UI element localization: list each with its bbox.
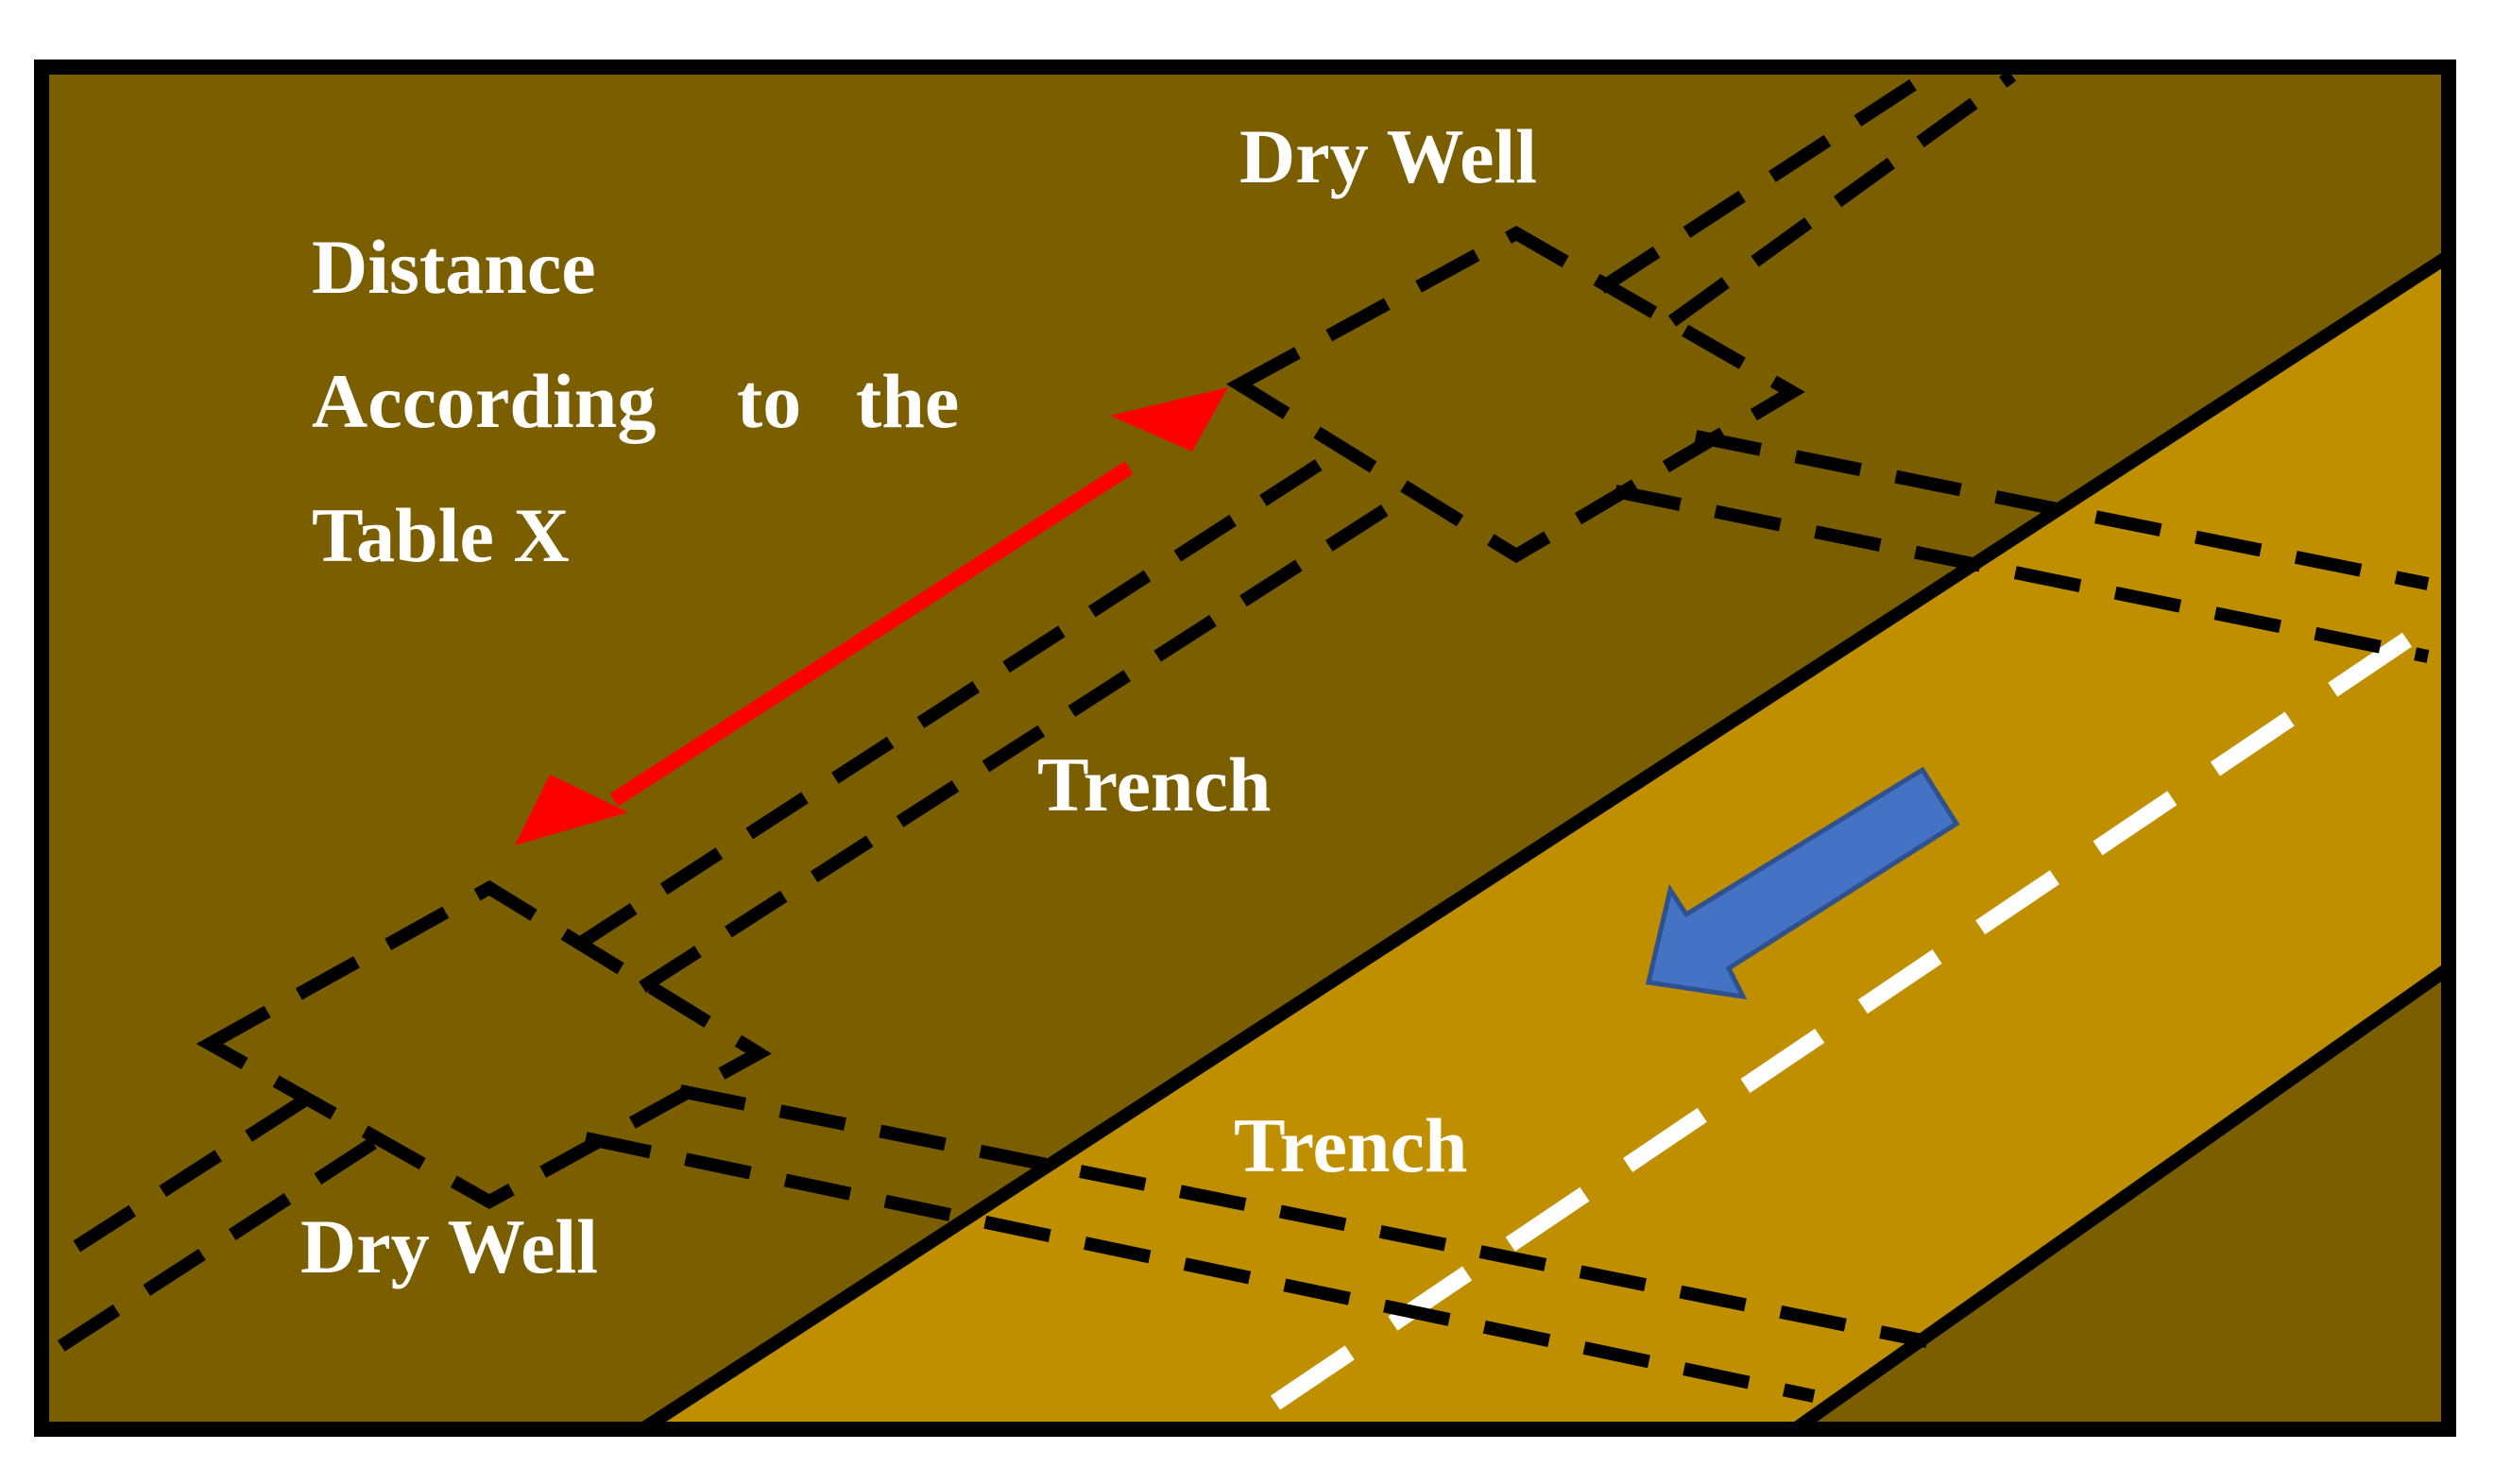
distance-arrow-head-top-icon [1110, 387, 1228, 452]
dry-well-bottom-label: Dry Well [300, 1203, 598, 1289]
distance-arrow-head-bottom-icon [515, 775, 628, 845]
flow-arrow-icon [1645, 766, 1960, 1000]
distance-label-line1: Distance [312, 224, 596, 310]
diagram-frame [34, 60, 2456, 1437]
distance-label-line3: Table X [312, 492, 570, 578]
distance-label-line2-word3: the [856, 358, 959, 444]
dry-well-top-outline [1226, 225, 1805, 564]
road-edge-upper [639, 250, 2452, 1435]
distance-arrow [515, 387, 1228, 845]
trench-lower-label: Trench [1234, 1102, 1468, 1188]
road-edge-lower [1790, 963, 2453, 1435]
trench-upper-label: Trench [1037, 742, 1272, 827]
dry-well-top-label: Dry Well [1239, 113, 1537, 199]
dry-well-bottom-outline [196, 879, 772, 1210]
distance-label-line2-word1: According [312, 358, 656, 444]
trench-outlines [50, 70, 2430, 1403]
road-center-line [1270, 621, 2430, 1410]
distance-label-line2-word2: to [737, 358, 801, 444]
